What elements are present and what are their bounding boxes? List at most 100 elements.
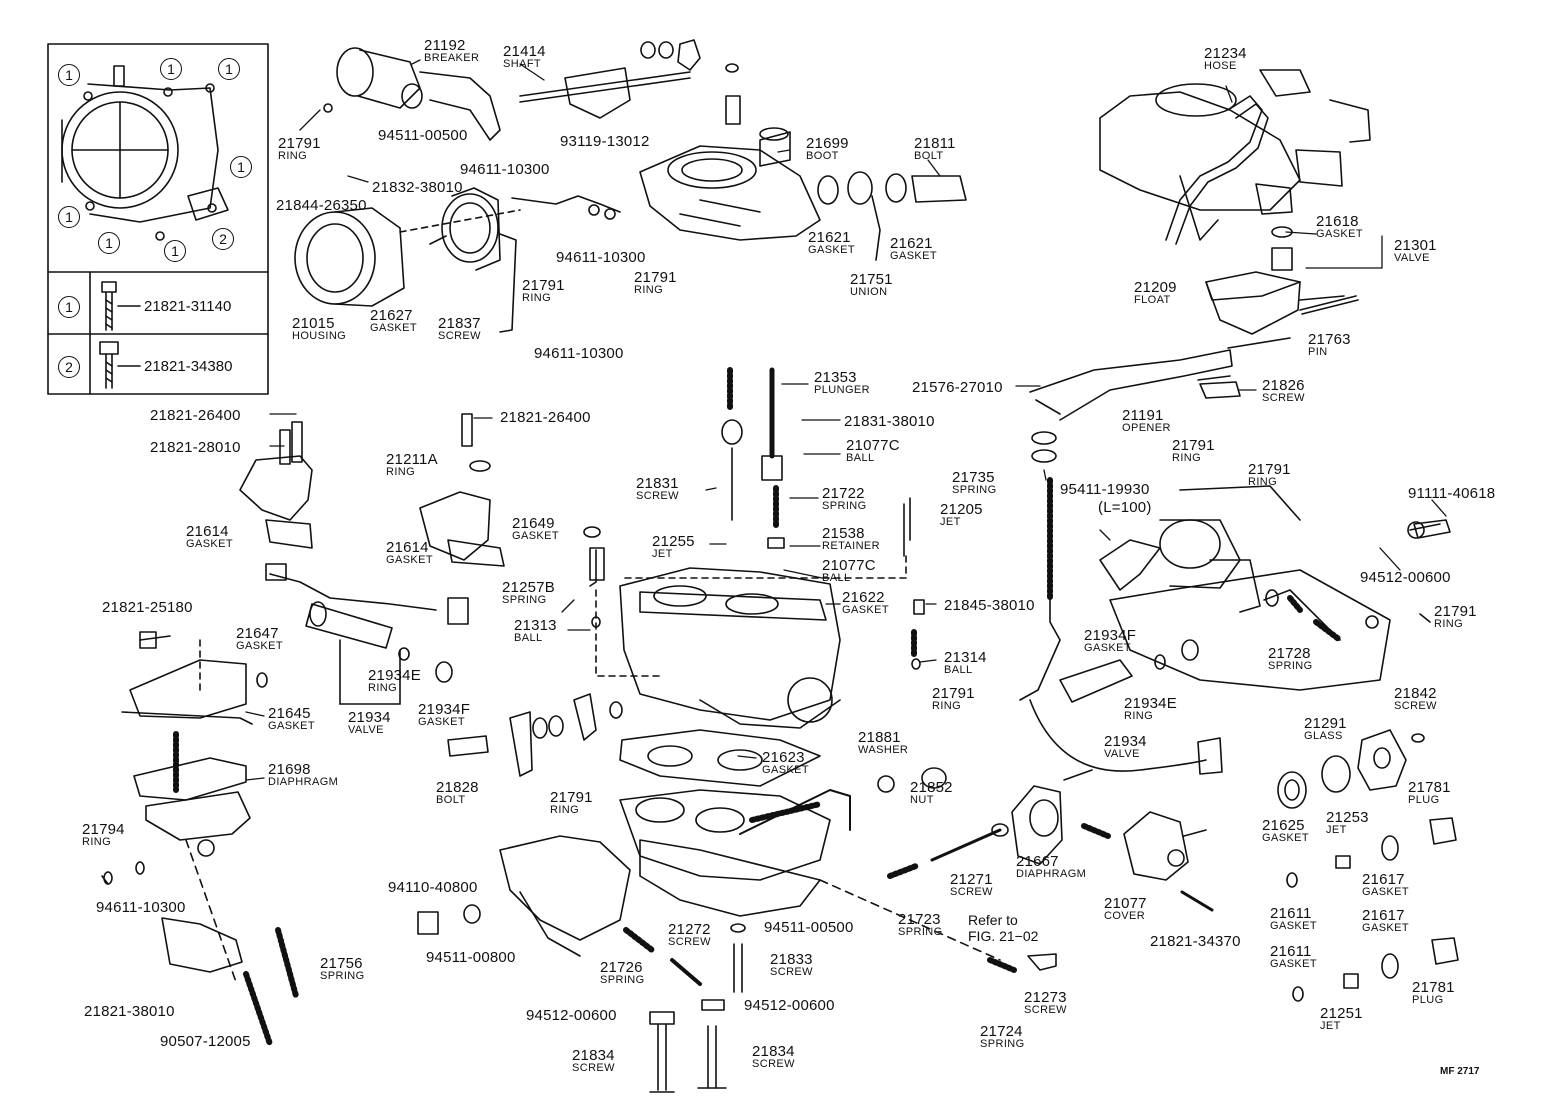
legend-row-mark: 2 (58, 356, 80, 378)
part-callout: 21821-26400 (500, 409, 591, 426)
legend-box (47, 43, 269, 395)
part-callout: 21576-27010 (912, 379, 1003, 396)
part-callout: 95411-19930 (1060, 481, 1150, 498)
part-callout: 21844-26350 (276, 197, 367, 214)
part-callout: 94511-00500 (378, 127, 468, 144)
part-callout: 90507-12005 (160, 1033, 251, 1050)
cover-illustration (930, 659, 1223, 881)
part-callout: 94611-10300 (96, 899, 186, 916)
leader-lines (245, 59, 1447, 781)
breaker-illustration (323, 47, 501, 141)
part-callout: 21845-38010 (944, 597, 1035, 614)
bottom-screws-illustration (101, 295, 1451, 1093)
part-callout: 94511-00800 (426, 949, 516, 966)
diaphragm-stack-illustration (121, 639, 299, 1047)
part-callout: 21821-26400 (150, 407, 241, 424)
float-illustration (1205, 226, 1359, 335)
part-callout: 21821-25180 (102, 599, 193, 616)
part-callout: (L=100) (1098, 499, 1152, 516)
legend-mark-1: 1 (160, 58, 182, 80)
legend-row-code: 21821-31140 (144, 298, 232, 315)
legend-row-mark: 1 (58, 296, 80, 318)
right-parts-illustration (1180, 729, 1459, 1002)
legend-mark-1: 1 (230, 156, 252, 178)
part-callout: 94511-00500 (764, 919, 854, 936)
lower-body-illustration (499, 729, 1001, 961)
part-callout: 94110-40800 (388, 879, 478, 896)
air-horn-illustration (639, 127, 967, 261)
shaft-illustration (519, 39, 741, 125)
reference-note-line1: Refer to (968, 912, 1018, 928)
positioner-illustration (239, 413, 505, 567)
part-callout: 21832-38010 (372, 179, 463, 196)
housing-illustration (294, 187, 621, 333)
hose-illustration (1099, 69, 1371, 245)
part-callout: 94611-10300 (556, 249, 646, 266)
legend-mark-1: 1 (98, 232, 120, 254)
part-callout: 93119-13012 (560, 133, 650, 150)
part-callout: 21821-34370 (1150, 933, 1241, 950)
part-callout: 91111-40618 (1408, 485, 1496, 502)
legend-mark-1: 1 (58, 64, 80, 86)
legend-row-code: 21821-34380 (144, 358, 233, 375)
part-callout: 94512-00600 (526, 1007, 617, 1024)
part-callout: 21821-28010 (150, 439, 241, 456)
legend-mark-1: 1 (58, 206, 80, 228)
